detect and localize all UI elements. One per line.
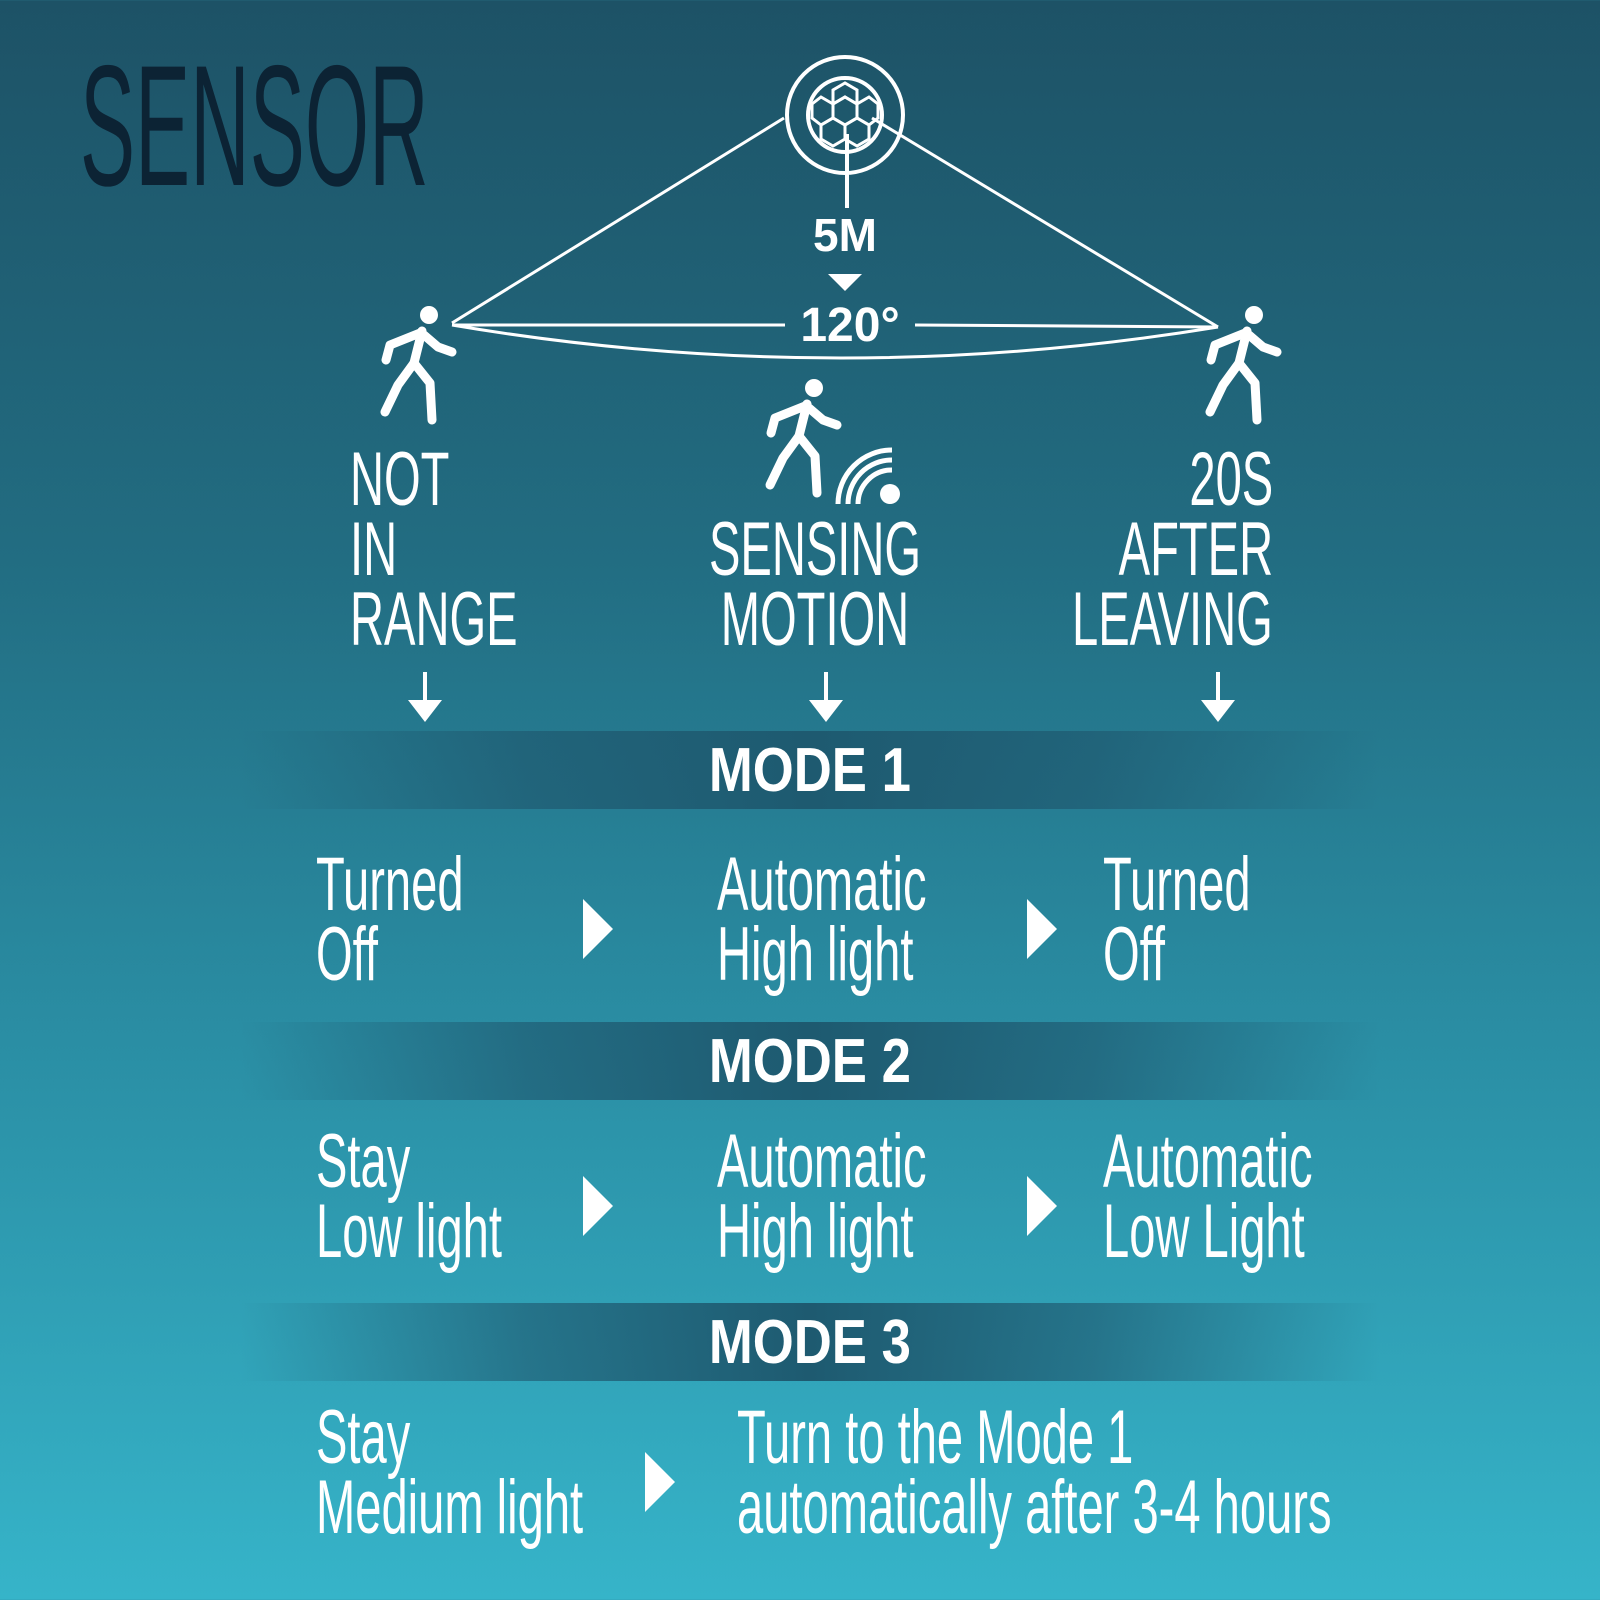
- range-arc: [451, 323, 1219, 360]
- pir-sensor-icon: [785, 55, 905, 208]
- state-sensing-motion: SENSING MOTION: [708, 507, 922, 662]
- angle-label: 120°: [800, 299, 900, 352]
- walking-person-icon: [765, 379, 842, 498]
- signal-dot-icon: [880, 484, 900, 504]
- walking-person-icon: [1205, 306, 1282, 425]
- state-after-leaving: 20S AFTER LEAVING: [1072, 437, 1273, 662]
- triangle-down-icon: [828, 274, 862, 291]
- play-arrow-icon: [1027, 899, 1057, 959]
- arrow-down-icon: [408, 672, 442, 722]
- mode-2-header: MODE 2: [240, 1022, 1380, 1100]
- play-arrow-icon: [645, 1452, 675, 1512]
- mode-3-header: MODE 3: [240, 1303, 1380, 1381]
- walking-person-icon: [380, 306, 457, 425]
- mode-1-header: MODE 1: [240, 731, 1380, 809]
- range-label: 5M: [813, 209, 877, 261]
- sensor-diagram: [380, 55, 1282, 505]
- state-not-in-range: NOT IN RANGE: [350, 437, 518, 662]
- arrow-down-icon: [1201, 672, 1235, 722]
- motion-waves-icon: [835, 447, 893, 505]
- play-arrow-icon: [1027, 1176, 1057, 1236]
- play-arrow-icon: [583, 1176, 613, 1236]
- right-range-line: [871, 116, 1219, 329]
- page-title: SENSOR: [80, 30, 429, 222]
- left-range-line: [451, 116, 785, 325]
- arrow-down-icon: [809, 672, 843, 722]
- play-arrow-icon: [583, 899, 613, 959]
